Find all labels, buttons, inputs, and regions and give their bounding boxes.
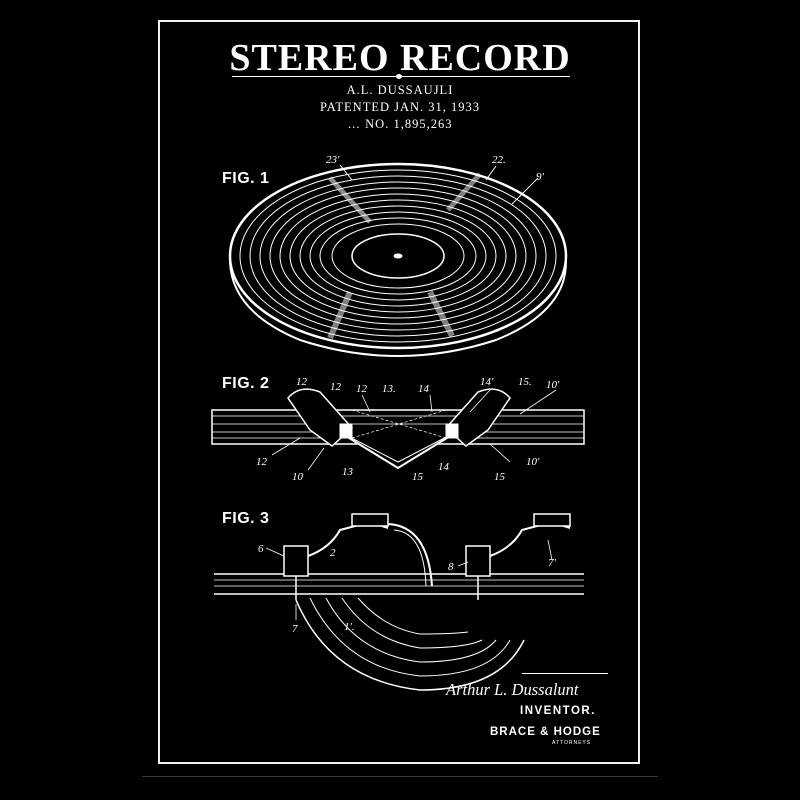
fig2-ref-10: 10	[292, 471, 304, 483]
page-title: STEREO RECORD	[229, 37, 571, 79]
fig2-ref-14b: 14	[438, 461, 450, 473]
fig1-ref-23: 23'	[326, 154, 340, 166]
inventor-label: INVENTOR.	[520, 705, 596, 717]
fig3-ref-6: 6	[258, 543, 264, 555]
fig1-ref-9: 9'	[536, 171, 545, 183]
fig1-record-drawing	[228, 162, 568, 357]
fig2-ref-13: 13.	[382, 383, 396, 395]
fig2-ref-15b: 15	[412, 471, 424, 483]
fig3-ref-1: 1'.	[344, 621, 355, 633]
fig2-ref-12b: 12	[330, 381, 342, 393]
fig1-ref-22: 22.	[492, 154, 506, 166]
patent-number: … NO. 1,895,263	[0, 117, 800, 132]
patent-frame	[158, 20, 640, 764]
fig2-ref-13b: 13	[342, 466, 354, 478]
fig3-ref-2: 2	[330, 547, 336, 559]
patent-date: PATENTED JAN. 31, 1933	[319, 100, 481, 114]
fig2-ref-12c: 12	[356, 383, 368, 395]
fig1-label: FIG. 1	[222, 170, 270, 187]
fig3-ref-8: 8	[448, 561, 454, 573]
title-ornament	[396, 74, 402, 79]
fig2-ref-10p-b: 10'	[526, 456, 540, 468]
fig2-ref-10p: 10'	[546, 379, 560, 391]
fig2-ref-15: 15.	[518, 376, 532, 388]
fig2-ref-12a: 12	[296, 376, 308, 388]
attorneys-name: BRACE & HODGE	[490, 726, 601, 738]
fig3-label: FIG. 3	[222, 510, 270, 527]
fig3-ref-7: 7	[292, 623, 298, 635]
attorneys-label: ATTORNEYS	[552, 740, 592, 746]
inventor-signature: Arthur L. Dussalunt	[446, 680, 579, 699]
fig2-label: FIG. 2	[222, 375, 270, 392]
patent-number-prefix: …	[347, 117, 362, 131]
inventor-line: A.L. DUSSAUJLI	[346, 83, 454, 97]
fig2-ref-12d: 12	[256, 456, 268, 468]
fig2-ref-15c: 15	[494, 471, 506, 483]
signature-rule	[522, 673, 608, 674]
fig2-groove-drawing	[211, 388, 585, 471]
patent-number-value: NO. 1,895,263	[365, 117, 453, 131]
fig2-ref-14: 14	[418, 383, 430, 395]
shelf-line	[142, 776, 658, 777]
fig3-ref-7p: 7'	[548, 557, 557, 569]
fig3-tonearm-drawing	[214, 513, 584, 691]
fig2-ref-14p: 14'	[480, 376, 494, 388]
